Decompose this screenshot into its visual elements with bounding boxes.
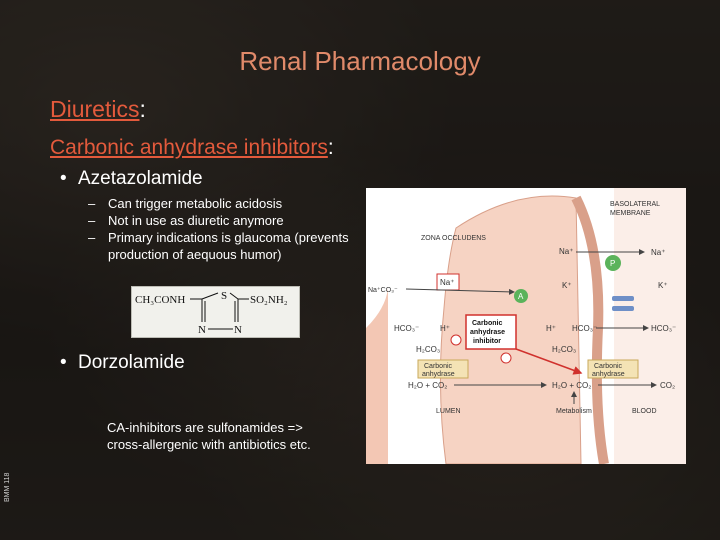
slide-title: Renal Pharmacology <box>239 46 481 76</box>
na-co3-arrow <box>405 288 515 295</box>
heading-carbonic-anhydrase-inhibitors: Carbonic anhydrase inhibitors: <box>50 136 334 160</box>
sub-dash: – <box>88 213 96 228</box>
inhibition-arrow <box>515 348 583 375</box>
inhibit-mark-2 <box>500 352 512 364</box>
h2co3-cell-label: H₂CO₃ <box>552 345 576 354</box>
transporter-a-circle <box>514 289 528 303</box>
na-cell-label: Na⁺ <box>559 247 573 256</box>
na-box-label: Na⁺ <box>440 278 454 287</box>
lumen-cell-shape <box>366 288 388 464</box>
inhibitor-line-1: Carbonic <box>472 320 502 327</box>
acetazolamide-structure: CH₃CONH S SO₂NH₂ N N <box>135 290 288 336</box>
basolateral-label-1: BASOLATERAL <box>610 201 660 208</box>
proximal-tubule-diagram: BASOLATERAL MEMBRANE ZONA OCCLUDENS Na⁺ … <box>366 188 686 465</box>
hco3-lumen-label: HCO₃⁻ <box>394 324 419 333</box>
heading-diuretics: Diuretics: <box>50 96 146 123</box>
structure-right-group: SO₂NH₂ <box>250 294 288 306</box>
sub-item-text: Primary indications is glaucoma (prevent… <box>108 230 349 262</box>
pump-p-circle <box>605 255 621 271</box>
sub-item: –Can trigger metabolic acidosis <box>88 195 368 212</box>
ca-cell-box <box>587 359 639 379</box>
structure-bonds <box>190 292 249 330</box>
sub-item-text: Not in use as diuretic anymore <box>108 213 284 228</box>
hco3-blood-label: HCO₃⁻ <box>651 324 676 333</box>
ca-cell-line-1: Carbonic <box>594 363 623 370</box>
diagram-svg: BASOLATERAL MEMBRANE ZONA OCCLUDENS Na⁺ … <box>366 188 686 465</box>
na-co3-label: Na⁺CO₃⁻ <box>368 287 398 294</box>
metabolism-label: Metabolism <box>556 408 592 415</box>
k-blood-label: K⁺ <box>658 281 668 290</box>
blood-side-area <box>614 188 686 464</box>
inhibitor-line-2: anhydrase <box>470 329 505 336</box>
ca-lumen-line-1: Carbonic <box>424 363 453 370</box>
blood-label: BLOOD <box>632 408 657 415</box>
bullet-label: Azetazolamide <box>78 168 203 189</box>
heading-diuretics-text: Diuretics <box>50 96 140 122</box>
side-label: BMM 118 <box>4 472 11 502</box>
h2o-co2-cell-label: H₂O + CO₂ <box>552 381 591 390</box>
chemical-structure-image: CH₃CONH S SO₂NH₂ N N <box>131 286 300 338</box>
inhibit-mark-1 <box>450 334 462 346</box>
note-line-2: cross-allergenic with antibiotics etc. <box>107 437 311 452</box>
inhibitor-box <box>465 314 517 350</box>
ca-lumen-box <box>417 359 469 379</box>
ca-lumen-line-2: anhydrase <box>422 371 455 378</box>
sub-item: –Primary indications is glaucoma (preven… <box>88 229 368 263</box>
basolateral-label-2: MEMBRANE <box>610 210 651 217</box>
channel-bar-2 <box>612 306 634 311</box>
transporter-a-label: A <box>518 292 524 301</box>
sub-dash: – <box>88 196 96 211</box>
sub-list: –Can trigger metabolic acidosis –Not in … <box>88 195 368 263</box>
na-blood-label: Na⁺ <box>651 248 665 257</box>
bullet-glyph: • <box>60 168 67 189</box>
co2-blood-label: CO₂ <box>660 381 675 390</box>
h-cell-label: H⁺ <box>546 324 556 333</box>
ca-cell-line-2: anhydrase <box>592 371 625 378</box>
structure-nitrogen-2: N <box>234 324 242 336</box>
structure-nitrogen-1: N <box>198 324 206 336</box>
heading-diuretics-colon: : <box>139 96 146 122</box>
heading-carbonic-colon: : <box>327 136 334 159</box>
zona-occludens-label: ZONA OCCLUDENS <box>421 235 486 242</box>
bullet-azetazolamide: • Azetazolamide <box>60 168 203 190</box>
structure-sulfur: S <box>221 290 227 302</box>
inhibitor-line-3: inhibitor <box>473 338 501 345</box>
bullet-glyph: • <box>60 352 67 373</box>
hco3-cell-label: HCO₃⁻ <box>572 324 597 333</box>
channel-bar-1 <box>612 296 634 301</box>
heading-carbonic-text: Carbonic anhydrase inhibitors <box>50 136 328 159</box>
sulfonamide-note: CA-inhibitors are sulfonamides => cross-… <box>107 419 311 453</box>
lumen-label: LUMEN <box>436 408 461 415</box>
sub-item: –Not in use as diuretic anymore <box>88 212 368 229</box>
structure-left-group: CH₃CONH <box>135 294 185 306</box>
note-line-1: CA-inhibitors are sulfonamides => <box>107 420 303 435</box>
pump-p-label: P <box>610 259 615 268</box>
sub-dash: – <box>88 230 96 245</box>
h2co3-lumen-label: H₂CO₃ <box>416 345 440 354</box>
sub-item-text: Can trigger metabolic acidosis <box>108 196 283 211</box>
k-cell-label: K⁺ <box>562 281 572 290</box>
bullet-dorzolamide: • Dorzolamide <box>60 352 185 374</box>
bullet-label: Dorzolamide <box>78 352 185 373</box>
h-lumen-label: H⁺ <box>440 324 450 333</box>
h2o-co2-lumen-label: H₂O + CO₂ <box>408 381 447 390</box>
